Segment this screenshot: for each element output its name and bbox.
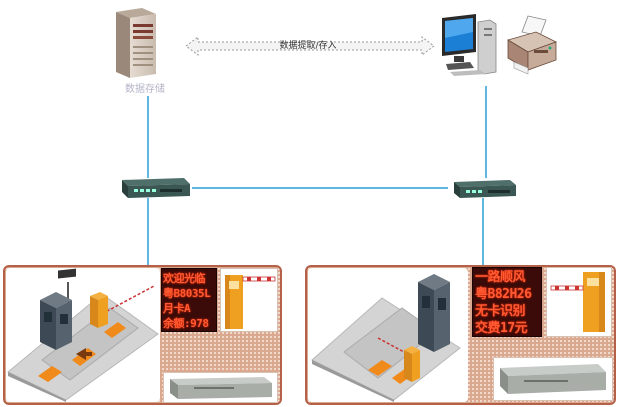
entry-card-reader-box (163, 372, 278, 403)
led-line: 月卡A (163, 302, 191, 315)
database-server-icon (116, 8, 156, 78)
exit-led-display: 一路顺风 粤B82H26 无卡识别 交费17元 (472, 267, 542, 337)
ticket-machine-icon (40, 292, 72, 350)
card-reader-icon (170, 377, 272, 399)
led-line: 粤B8035L (163, 287, 211, 300)
entry-barrier-box (220, 268, 278, 332)
network-switch-icon (122, 178, 190, 198)
server-label: 数据存储 (125, 84, 165, 95)
barrier-arm-icon (90, 292, 108, 328)
bidirectional-arrow-icon (185, 36, 435, 56)
led-line: 余额:978 (163, 317, 209, 330)
entry-led-display: 欢迎光临 粤B8035L 月卡A 余额:978 (161, 268, 217, 332)
barrier-arm-icon (404, 346, 420, 382)
card-reader-icon (500, 364, 606, 394)
computer-icon (442, 14, 497, 76)
led-line: 欢迎光临 (163, 272, 206, 285)
barrier-gate-icon (550, 272, 605, 332)
ticket-machine-icon (418, 274, 450, 352)
sync-label: 数据提取/存入 (279, 41, 337, 51)
exit-barrier-box (546, 267, 612, 337)
parking-lane-icon (7, 268, 159, 402)
barrier-gate-icon (225, 275, 276, 329)
exit-card-reader-box (493, 357, 613, 401)
entry-lane-scene (6, 268, 160, 402)
printer-icon (507, 15, 558, 75)
led-line: 粤B82H26 (475, 287, 532, 302)
led-line: 交费17元 (475, 321, 528, 336)
network-switch-icon (454, 180, 516, 198)
led-line: 一路顺风 (475, 270, 526, 285)
parking-lane-icon (311, 297, 461, 402)
led-line: 无卡识别 (475, 304, 526, 319)
exit-lane-scene (308, 268, 468, 402)
